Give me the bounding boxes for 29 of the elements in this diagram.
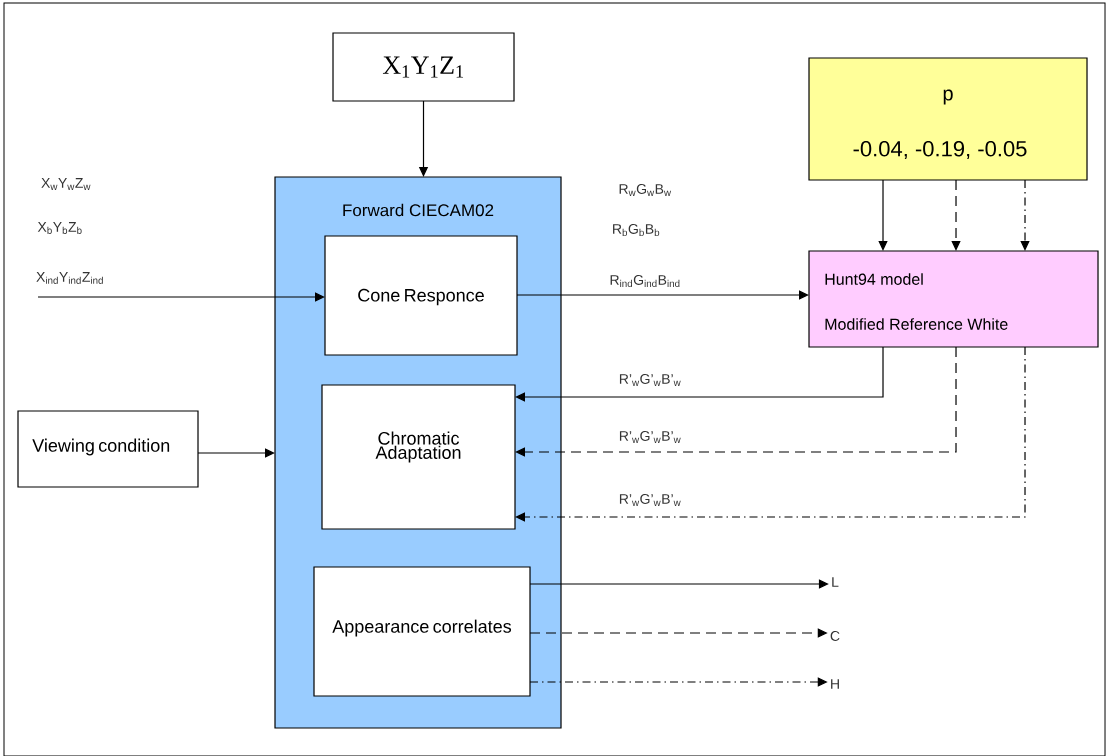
arrow xyxy=(529,579,829,589)
arrow xyxy=(515,346,884,402)
edge-label: R’$_{w}$G’$_{w}$B’$_{w}$ xyxy=(617,430,683,444)
edge-label: X$_{ind}$Y$_{ind}$Z$_{ind}$ xyxy=(35,271,105,285)
process-box: Appearance correlates xyxy=(313,566,531,697)
input-box: X$_{1}$Y$_{1}$Z$_{1}$ xyxy=(332,32,515,102)
process-box: Cone Responce xyxy=(324,235,518,356)
input-box: Viewing condition xyxy=(17,410,199,488)
arrow xyxy=(516,290,809,300)
arrow xyxy=(37,292,325,302)
output-label: L xyxy=(832,577,839,587)
process-box: Chromatic Adaptation xyxy=(321,384,516,530)
output-label: C xyxy=(830,631,840,641)
signal-label: R$_{b}$G$_{b}$B$_{b}$ xyxy=(613,224,660,236)
arrow xyxy=(515,346,1026,522)
signal-label: R$_{w}$G$_{w}$B$_{w}$ xyxy=(619,184,672,196)
signal-label: X$_{w}$Y$_{w}$Z$_{w}$ xyxy=(41,178,91,190)
model-box: Hunt94 model Modified Reference White xyxy=(808,250,1099,348)
edge-label: R’$_{w}$G’$_{w}$B’$_{w}$ xyxy=(617,493,683,507)
arrow xyxy=(1020,179,1030,251)
arrow xyxy=(515,346,957,457)
arrow xyxy=(951,179,961,251)
edge-label: R’$_{w}$G’$_{w}$B’$_{w}$ xyxy=(617,373,683,387)
output-label: H xyxy=(831,679,839,689)
edge-label: R$_{ind}$G$_{ind}$B$_{ind}$ xyxy=(608,274,682,288)
arrow xyxy=(878,179,888,251)
parameter-box: p -0.04, -0.19, -0.05 xyxy=(808,57,1088,181)
arrow xyxy=(197,448,275,458)
signal-label: X$_{b}$Y$_{b}$Z$_{b}$ xyxy=(37,222,82,234)
